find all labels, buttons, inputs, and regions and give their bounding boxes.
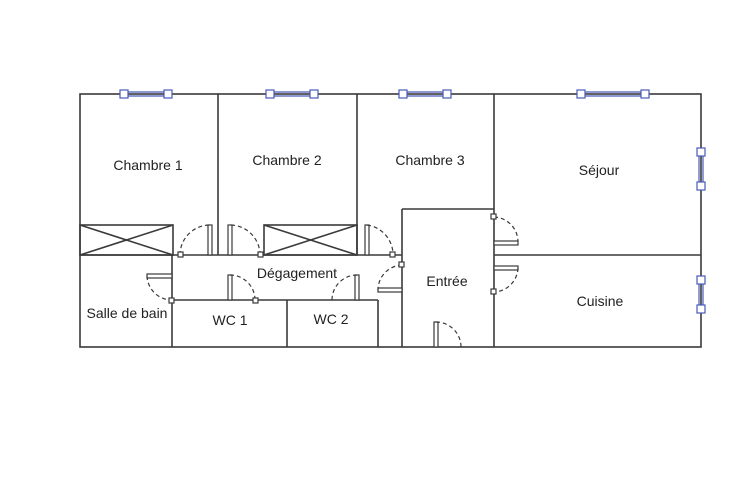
door-chambre-3 <box>364 224 396 258</box>
window-chambre-1 <box>119 89 173 99</box>
window-sejour-top <box>576 89 650 99</box>
door-sejour <box>490 213 519 246</box>
window-cuisine <box>696 275 706 314</box>
door-degagement-entree <box>377 261 405 293</box>
door-chambre-1 <box>177 224 213 258</box>
window-chambre-2 <box>265 89 319 99</box>
door-entree <box>433 321 462 348</box>
room-label-chambre-3: Chambre 3 <box>395 152 464 168</box>
room-label-wc-1: WC 1 <box>213 312 248 328</box>
room-label-wc-2: WC 2 <box>314 311 349 327</box>
door-wc-2 <box>331 274 360 301</box>
interior-walls <box>80 94 701 347</box>
door-cuisine <box>490 265 519 295</box>
window-chambre-3 <box>398 89 452 99</box>
window-sejour-side <box>696 147 706 191</box>
room-label-chambre-2: Chambre 2 <box>252 152 321 168</box>
room-label-sejour: Séjour <box>579 162 620 178</box>
outer-walls <box>79 93 702 348</box>
room-label-salle-de-bain: Salle de bain <box>87 305 168 321</box>
door-chambre-2 <box>227 224 264 258</box>
room-label-cuisine: Cuisine <box>577 293 624 309</box>
closet-chambre-2 <box>263 224 358 256</box>
closet-chambre-1 <box>79 224 174 256</box>
door-salle-de-bain <box>146 273 175 304</box>
room-label-degagement: Dégagement <box>257 265 337 281</box>
room-label-entree: Entrée <box>426 273 467 289</box>
door-wc-1 <box>227 274 259 304</box>
room-label-chambre-1: Chambre 1 <box>113 157 182 173</box>
